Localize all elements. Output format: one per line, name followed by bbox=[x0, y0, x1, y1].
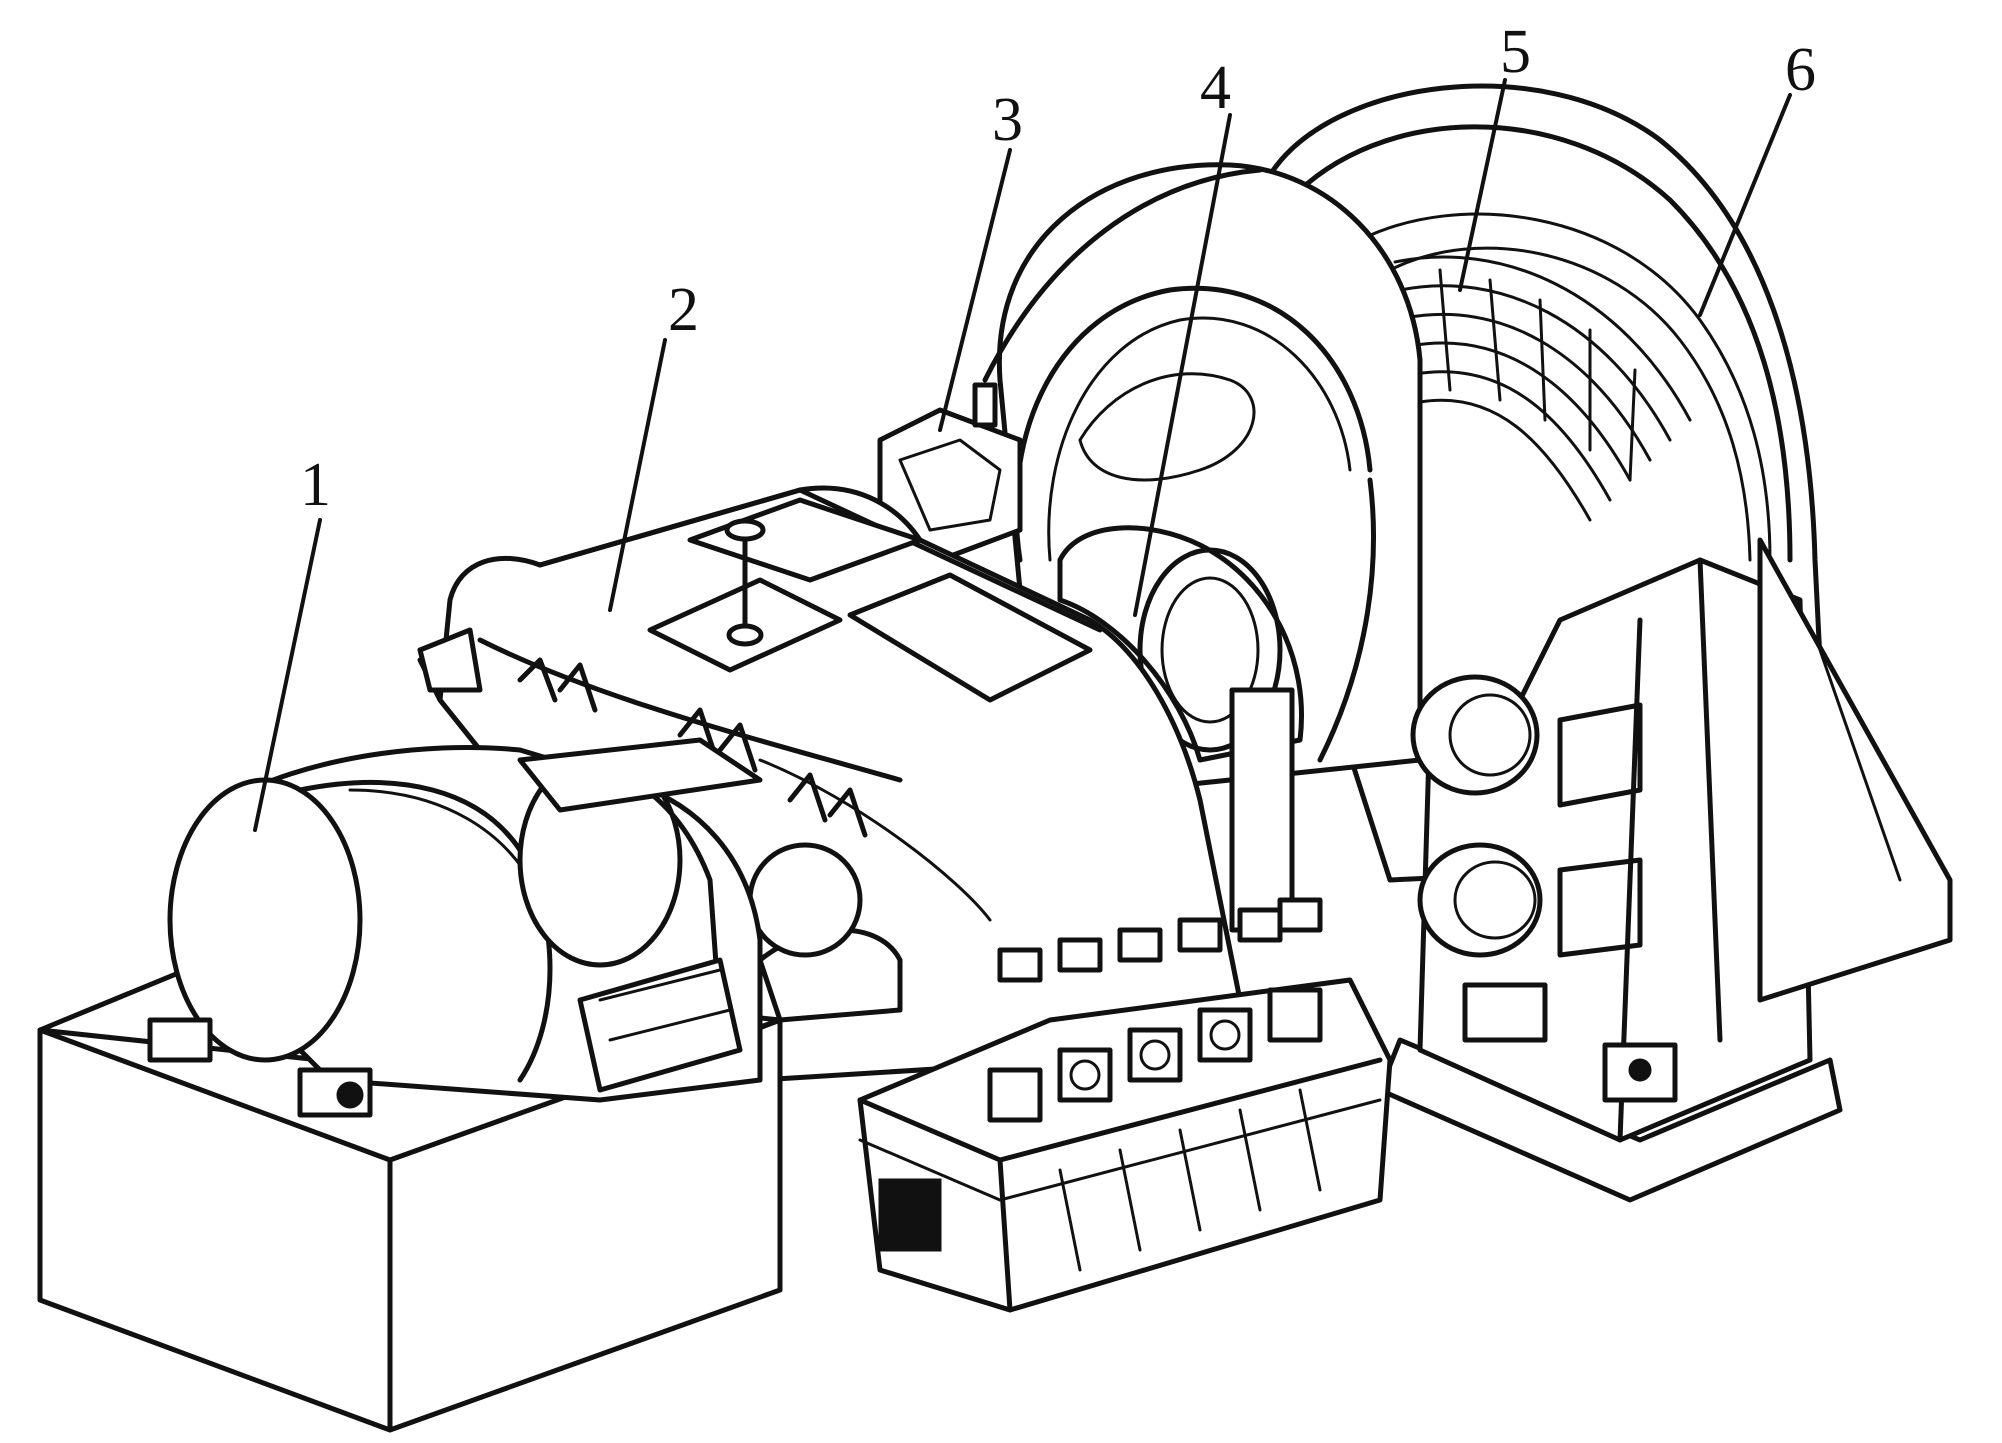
callout-labels: 1 2 3 4 5 6 bbox=[300, 18, 1816, 519]
callout-1: 1 bbox=[300, 451, 331, 519]
reducer-bolt-row bbox=[997, 897, 1323, 983]
callout-2: 2 bbox=[668, 276, 699, 344]
leader-1 bbox=[253, 518, 322, 832]
leader-5 bbox=[1458, 78, 1507, 292]
right-pedestal bbox=[1377, 537, 1953, 1203]
lube-station bbox=[857, 977, 1393, 1313]
callout-6: 6 bbox=[1785, 36, 1816, 104]
coupling-support bbox=[577, 957, 743, 1093]
leader-4 bbox=[1133, 113, 1232, 617]
valve-block bbox=[987, 987, 1323, 1123]
leader-6 bbox=[1698, 93, 1792, 317]
leader-2 bbox=[608, 338, 667, 612]
callout-3: 3 bbox=[992, 86, 1023, 154]
rope-grooves bbox=[1393, 255, 1692, 522]
callout-4: 4 bbox=[1200, 54, 1231, 122]
leader-lines bbox=[253, 78, 1792, 832]
callout-5: 5 bbox=[1500, 18, 1531, 86]
leader-3 bbox=[938, 148, 1012, 432]
main-shaft bbox=[1057, 525, 1304, 933]
